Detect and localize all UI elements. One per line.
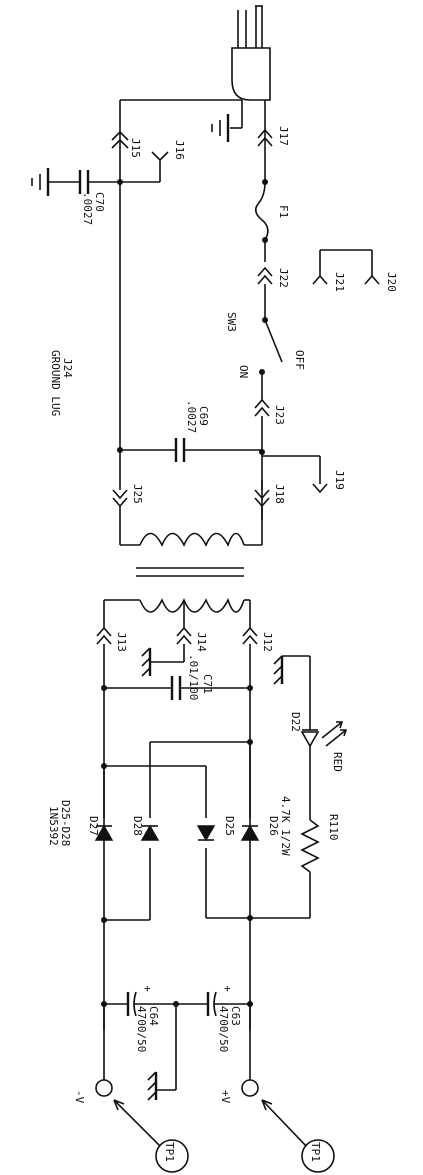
c64-ref: C64 (147, 1006, 160, 1026)
resistor-ref: R110 (327, 814, 340, 841)
c63-ref: C63 (229, 1006, 242, 1026)
capacitor-c71 (101, 676, 253, 700)
bridge-wiring (101, 739, 253, 923)
transformer-primary (119, 520, 263, 548)
j17-label: J17 (277, 126, 290, 146)
tp-pos-label: TP1 (309, 1142, 322, 1162)
j21-label: J21 (333, 272, 346, 292)
led-d22 (300, 721, 348, 820)
diode-d26 (240, 824, 260, 841)
resistor-r110 (250, 819, 320, 919)
ground-lug-label: GROUND LUG (49, 350, 62, 416)
fuse-f1 (254, 181, 269, 262)
d27-label: D27 (87, 816, 100, 836)
tp-neg-label: TP1 (163, 1142, 176, 1162)
diode-d28 (140, 824, 160, 841)
j12-label: J12 (261, 632, 274, 652)
filter-ground (147, 1004, 177, 1101)
c64-plus: + (144, 982, 151, 995)
j18-label: J18 (273, 484, 286, 504)
center-tap-ground (141, 647, 184, 677)
diode-d27 (94, 824, 114, 841)
capacitor-c70 (48, 170, 90, 194)
c70-ground-symbol (31, 168, 50, 196)
test-point-neg (113, 1099, 189, 1173)
switch-ref: SW3 (225, 312, 238, 332)
transformer-secondary (103, 597, 251, 628)
c63-value: 4700/50 (217, 1006, 230, 1052)
d25-label: D25 (223, 816, 236, 836)
c69-ref: C69 (197, 406, 210, 426)
diode-range-note: D25-D28 (59, 800, 72, 846)
connectors-j25-j18 (112, 450, 270, 520)
connector-j22 (257, 266, 273, 323)
earth-branch (88, 99, 242, 450)
j15-label: J15 (129, 138, 142, 158)
j25-label: J25 (131, 484, 144, 504)
switch-off: OFF (293, 350, 306, 370)
capacitor-c69 (117, 438, 262, 462)
ac-plug (230, 5, 271, 182)
neg-label: -V (73, 1090, 86, 1104)
j13-label: J13 (115, 632, 128, 652)
resistor-value: 4.7K 1/2W (279, 796, 292, 856)
fuse-label: F1 (277, 205, 290, 218)
j14-label: J14 (195, 632, 208, 652)
d28-label: D28 (131, 816, 144, 836)
led-color: RED (331, 752, 344, 772)
d26-label: D26 (267, 816, 280, 836)
led-ref: D22 (289, 712, 302, 732)
c64-value: 4700/50 (135, 1006, 148, 1052)
led-ground (273, 655, 311, 730)
pos-terminal (241, 1079, 259, 1097)
test-point-pos (261, 1099, 335, 1173)
output-terminals (95, 1004, 259, 1097)
diode-part-note: 1N5392 (47, 806, 60, 846)
neg-terminal (95, 1079, 113, 1097)
j16-label: J16 (173, 140, 186, 160)
switch-on: ON (237, 365, 250, 378)
c70-value: .0027 (81, 192, 94, 225)
j23-label: J23 (273, 405, 286, 425)
j24-label: J24 (61, 358, 74, 378)
c71-value: .01/100 (187, 654, 200, 700)
connector-j23 (254, 398, 270, 520)
plug-ground-symbol (211, 114, 230, 142)
c63-plus: + (224, 982, 231, 995)
connectors-j20-j21 (312, 249, 380, 285)
pos-label: +V (219, 1090, 232, 1104)
connector-j19 (262, 455, 328, 494)
j22-label: J22 (277, 268, 290, 288)
c70-ref: C70 (93, 192, 106, 212)
j20-label: J20 (385, 272, 398, 292)
c69-value: .0027 (185, 400, 198, 433)
switch-sw3 (259, 319, 283, 400)
j19-label: J19 (333, 470, 346, 490)
diode-d25 (196, 825, 216, 842)
transformer-core (136, 567, 244, 577)
c71-ref: C71 (201, 674, 214, 694)
